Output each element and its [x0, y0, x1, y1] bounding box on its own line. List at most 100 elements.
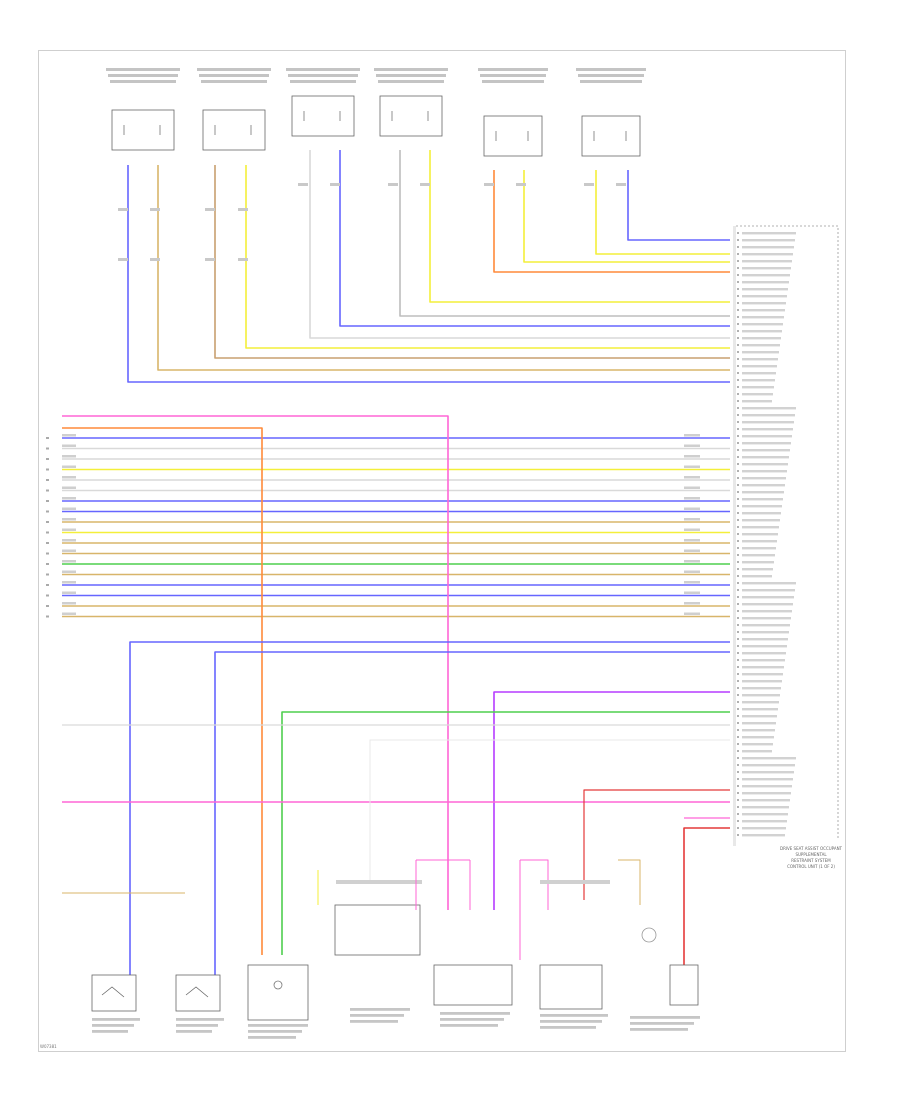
bus-label-right	[684, 560, 700, 563]
module-pin	[737, 428, 739, 430]
module-pin	[737, 813, 739, 815]
bus-pin	[46, 531, 49, 534]
module-pin	[737, 365, 739, 367]
bottom-component-caption	[540, 1020, 602, 1023]
module-pin-label	[742, 603, 793, 606]
bus-label-right	[684, 476, 700, 479]
bus-label-left	[62, 518, 76, 521]
module-pin-label	[742, 456, 789, 459]
sensor-contact	[593, 131, 627, 141]
module-pin	[737, 519, 739, 521]
bus-label-left	[62, 612, 76, 615]
bottom-component-caption	[440, 1012, 510, 1015]
module-pin	[737, 799, 739, 801]
wire-blue-driver-buckle	[129, 641, 730, 975]
module-pin-label	[742, 246, 794, 249]
diagram-stamp: W07381	[40, 1044, 57, 1049]
module-pin	[737, 344, 739, 346]
module-pin-label	[742, 337, 781, 340]
wire-orange-diag	[62, 427, 263, 955]
module-pin	[737, 694, 739, 696]
module-pin	[737, 568, 739, 570]
front-passenger-buckle-switch	[539, 964, 603, 1010]
wire-pink-d	[520, 859, 549, 910]
module-pin	[737, 239, 739, 241]
bottom-component-caption	[248, 1036, 296, 1039]
module-pin-label	[742, 491, 784, 494]
module-pin	[737, 246, 739, 248]
module-pin	[737, 701, 739, 703]
module-pin-label	[742, 323, 783, 326]
module-pin-label	[742, 638, 788, 641]
module-pin	[737, 722, 739, 724]
module-pin-label	[742, 722, 776, 725]
module-pin	[737, 806, 739, 808]
bottom-component-caption	[630, 1028, 688, 1031]
module-pin	[737, 596, 739, 598]
module-pin-label	[742, 358, 778, 361]
module-pin-label	[742, 806, 789, 809]
switch-symbol	[185, 986, 209, 998]
harness-label	[540, 880, 610, 884]
module-pin-label	[742, 631, 789, 634]
occupant-classification-sensor	[433, 964, 513, 1006]
module-pin	[737, 708, 739, 710]
module-pin-label	[742, 470, 787, 473]
module-pin-label	[742, 316, 784, 319]
passenger-airbag-off-indicator	[669, 964, 699, 1006]
module-pin-label	[742, 799, 790, 802]
module-pin-label	[742, 253, 793, 256]
module-pin	[737, 330, 739, 332]
component-title-text	[110, 80, 176, 83]
module-pin	[737, 372, 739, 374]
module-pin	[737, 589, 739, 591]
module-pin-label	[742, 547, 776, 550]
bottom-component-caption	[92, 1030, 128, 1033]
wire-white-dash	[369, 739, 730, 880]
bus-label-left	[62, 528, 76, 531]
bus-label-right	[684, 591, 700, 594]
module-pin	[737, 750, 739, 752]
bus-pin	[46, 563, 49, 565]
component-title-text	[199, 74, 269, 77]
wire-yellow-lf	[429, 150, 730, 303]
component-title-text	[376, 74, 446, 77]
bottom-component-caption	[176, 1018, 224, 1021]
module-pin-label	[742, 393, 773, 396]
bus-label-right	[684, 528, 700, 531]
module-pin	[737, 232, 739, 234]
bottom-component-caption	[248, 1024, 308, 1027]
module-pin-label	[742, 442, 791, 445]
bus-pin	[46, 605, 49, 607]
bus-label-left	[62, 591, 76, 594]
module-pin	[737, 617, 739, 619]
module-pin-label	[742, 575, 772, 578]
module-pin-label	[742, 365, 777, 368]
module-pin	[737, 309, 739, 311]
module-pin-label	[742, 701, 779, 704]
module-pin-label	[742, 400, 772, 403]
component-title-text	[374, 68, 448, 71]
bus-pin	[46, 479, 49, 481]
module-pin	[737, 827, 739, 829]
module-pin-label	[742, 519, 780, 522]
module-pin-label	[742, 463, 788, 466]
module-pin	[737, 778, 739, 780]
module-pin	[737, 267, 739, 269]
sensor-box-1	[111, 109, 175, 151]
module-pin-label	[742, 477, 786, 480]
bus-pin	[46, 489, 49, 492]
module-pin-label	[742, 421, 794, 424]
module-pin-label	[742, 792, 791, 795]
module-pin-label	[742, 526, 779, 529]
module-pin-label	[742, 610, 792, 613]
module-pin-label	[742, 260, 792, 263]
wire-gray-lf	[399, 150, 730, 317]
module-pin	[737, 834, 739, 836]
data-link-connector	[247, 964, 309, 1021]
wire-label	[330, 183, 340, 186]
module-pin-label	[742, 498, 783, 501]
module-pin	[737, 666, 739, 668]
wire-label	[238, 208, 248, 211]
module-pin-label	[742, 743, 773, 746]
